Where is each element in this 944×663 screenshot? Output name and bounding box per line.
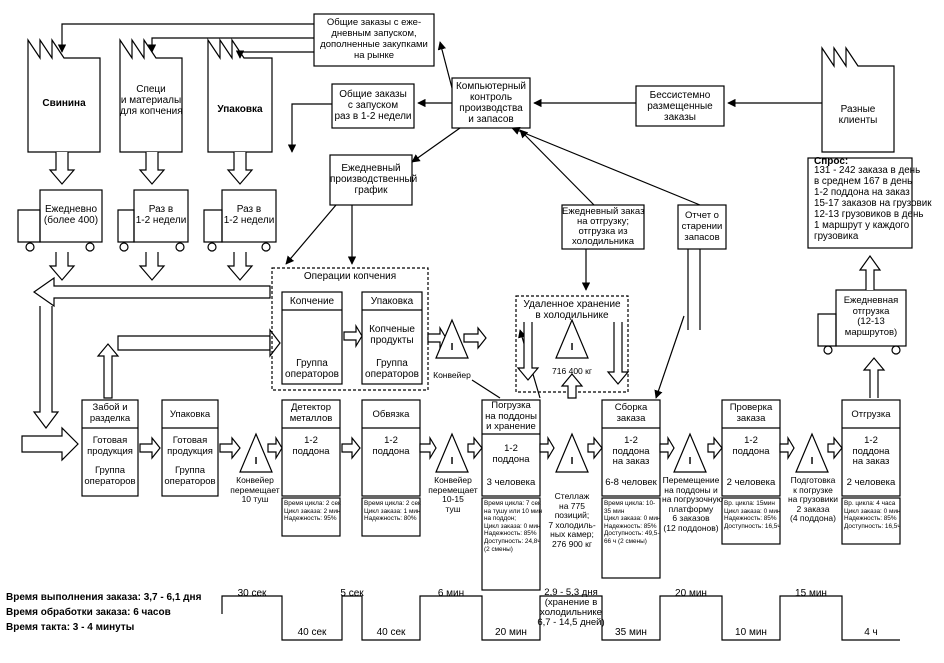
inventory-label: Перемещение на поддоны и на погрузочную … [662,475,724,533]
supplier-spices: Специ и материалы для копчения [120,84,183,117]
inventory-icon: I [570,342,574,353]
inventory-icon: I [688,456,692,467]
delivery-packaging: Раз в 1-2 недели [223,204,275,226]
timeline-top: 15 мин [795,588,827,599]
rack-info: Стеллаж на 775 позиций; 7 холодиль- ных … [548,491,596,549]
inventory-icon: I [450,342,454,353]
takt-time: Время такта: 3 - 4 минуты [6,622,135,633]
conveyor-label: Конвейер [433,370,471,380]
process-body: 1-2 поддона [732,435,770,457]
orders-weekly-box: Общие заказы с запуском раз в 1-2 недели [334,89,412,122]
inventory-label: Подготовка к погрузке на грузовики 2 зак… [787,475,839,523]
process-body: 1-2 поддона [372,435,410,457]
inventory-label: Конвейер перемещает 10 туш [230,475,280,504]
lead-time: Время выполнения заказа: 3,7 - 6,1 дня [6,592,202,603]
timeline-top: 6 мин [437,588,465,599]
process-body: 1-2 поддона [492,443,530,465]
timeline-bottom: 10 мин [735,627,767,638]
inventory-icon: I [450,456,454,467]
process-title: Отгрузка [851,409,891,420]
data-box: Время цикла: 2 сек Цикл заказа: 1 мин На… [364,500,421,523]
process-operators: 2 человека [726,477,776,488]
process-title: Погрузка на поддоны и хранение [485,400,537,432]
processing-time: Время обработки заказа: 6 часов [6,607,171,618]
process-operators: Группа операторов [84,465,136,487]
data-box: Время цикла: 7 сек на тушу или 10 мин на… [484,500,543,553]
data-box: Вр. цикла: 4 часа Цикл заказа: 0 мин Над… [844,500,901,530]
inventory-icon: I [254,456,258,467]
data-box: Время цикла: 2 сек Цикл заказа: 2 мин На… [284,500,341,523]
smoking-title: Операции копчения [303,271,397,282]
cold-storage-title: Удаленное хранение в холодильнике [523,299,621,321]
data-box: Время цикла: 10- 35 мин Цикл заказа: 0 м… [604,500,661,545]
process-operators: 6-8 человек [605,477,657,488]
smoking-process-body: Группа операторов [285,358,339,380]
delivery-pork: Ежедневно (более 400) [43,204,99,226]
delivery-spices: Раз в 1-2 недели [135,204,187,226]
timeline-bottom: 20 мин [495,627,527,638]
factory-icon [207,38,273,153]
supplier-packaging: Упаковка [217,104,263,115]
inventory-label: Конвейер перемещает 10-15 туш [428,475,478,514]
daily-schedule-box: Ежедневный производственный график [330,163,418,196]
timeline-bottom: 35 мин [615,627,647,638]
process-title: Забой и разделка [89,402,131,424]
process-body: Готовая продукция [167,435,213,457]
factory-icon [27,38,101,153]
smoking-pack-body: Копченые продукты [369,324,415,346]
process-title: Проверка заказа [729,402,773,424]
factory-icon [119,38,183,153]
smoking-process-title: Копчение [289,296,335,307]
timeline-bottom: 40 сек [376,627,406,638]
process-operators: 3 человека [486,477,536,488]
daily-shipping: Ежедневная отгрузка (12-13 маршрутов) [843,295,899,338]
timeline-top: 2,9 - 5,3 дня (хранение в холодильнике 6… [537,587,605,628]
data-box: Вр. цикла: 15мин Цикл заказа: 0 мин Наде… [724,500,781,530]
timeline-line [221,595,900,641]
process-body: 1-2 поддона на заказ [612,435,650,467]
demand-title: Спрос: [814,156,849,167]
process-operators: Группа операторов [164,465,216,487]
inventory-icon: I [810,456,814,467]
demand-list: 131 - 242 заказа в день в среднем 167 в … [814,165,932,242]
process-title: Детектор металлов [289,402,333,424]
shipping-order-box: Ежедневный заказ на отгрузку; отгрузка и… [562,206,645,247]
timeline-top: 5 сек [340,588,364,599]
smoking-pack-title: Упаковка [370,296,414,307]
process-body: 1-2 поддона на заказ [852,435,890,467]
process-operators: 2 человека [846,477,896,488]
timeline-top: 30 сек [237,588,267,599]
cold-storage-qty: 716 400 кг [552,366,592,376]
process-title: Обвязка [372,409,410,420]
factory-icon [821,46,895,153]
timeline-bottom: 40 сек [297,627,327,638]
production-control-box: Компьютерный контроль производства и зап… [455,81,527,125]
process-title: Сборка заказа [614,402,648,424]
timeline-top: 20 мин [675,588,707,599]
supplier-pork: Свинина [42,98,86,109]
random-orders-box: Бессистемно размещенные заказы [647,90,713,123]
timeline-bottom: 4 ч [864,627,878,638]
process-title: Упаковка [169,409,211,420]
daily-orders-box: Общие заказы с еже- дневным запуском, до… [320,17,428,61]
process-body: Готовая продукция [87,435,133,457]
inventory-icon: I [570,456,574,467]
process-body: 1-2 поддона [292,435,330,457]
aging-report-box: Отчет о старении запасов [681,210,723,243]
customers: Разные клиенты [838,104,878,126]
smoking-pack-body2: Группа операторов [365,358,419,380]
